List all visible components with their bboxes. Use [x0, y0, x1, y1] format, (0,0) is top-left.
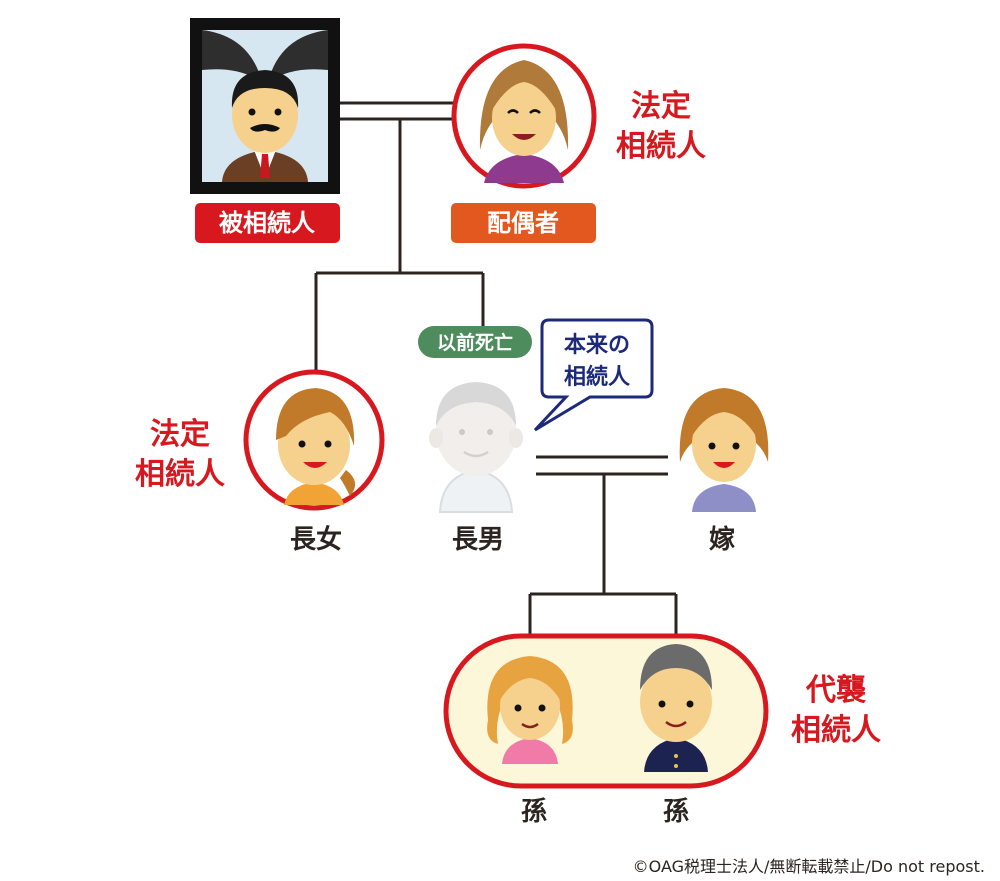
- eldest-son-label: 長男: [452, 525, 504, 555]
- deceased-portrait: [190, 18, 340, 194]
- grandchild-right-avatar: [640, 644, 712, 772]
- spouse-avatar: [451, 43, 597, 189]
- deceased-label: 被相続人: [219, 209, 315, 237]
- legal-heir-label-left-line1: 法定: [150, 417, 210, 452]
- grandchild-left-avatar: [487, 656, 573, 764]
- speech-bubble-line2: 相続人: [564, 364, 630, 390]
- deceased-label-bg: [195, 203, 340, 243]
- speech-bubble-line1: 本来の: [564, 333, 630, 358]
- connector-lines: [314, 101, 678, 640]
- eldest-daughter-label: 長女: [290, 524, 342, 555]
- grandchild-right-label: 孫: [663, 797, 689, 827]
- substitute-heir-label-line2: 相続人: [791, 713, 881, 748]
- deceased-before-badge: [418, 326, 532, 358]
- copyright-notice: ©OAG税理士法人/無断転載禁止/Do not repost.: [633, 857, 985, 876]
- daughter-in-law-label: 嫁: [709, 525, 735, 555]
- spouse-label-bg: [451, 203, 596, 243]
- substitute-heir-label-line1: 代襲: [805, 673, 867, 708]
- spouse-label: 配偶者: [487, 209, 559, 237]
- daughter-in-law-avatar: [679, 388, 769, 512]
- eldest-daughter-avatar: [243, 369, 385, 511]
- deceased-before-label: 以前死亡: [437, 331, 513, 354]
- speech-bubble: [533, 318, 654, 432]
- legal-heir-label-top-line1: 法定: [631, 89, 691, 124]
- eldest-son-avatar: [429, 382, 523, 513]
- legal-heir-label-top-line2: 相続人: [616, 129, 706, 164]
- legal-heir-label-left-line2: 相続人: [135, 457, 225, 492]
- grandchild-left-label: 孫: [521, 797, 547, 827]
